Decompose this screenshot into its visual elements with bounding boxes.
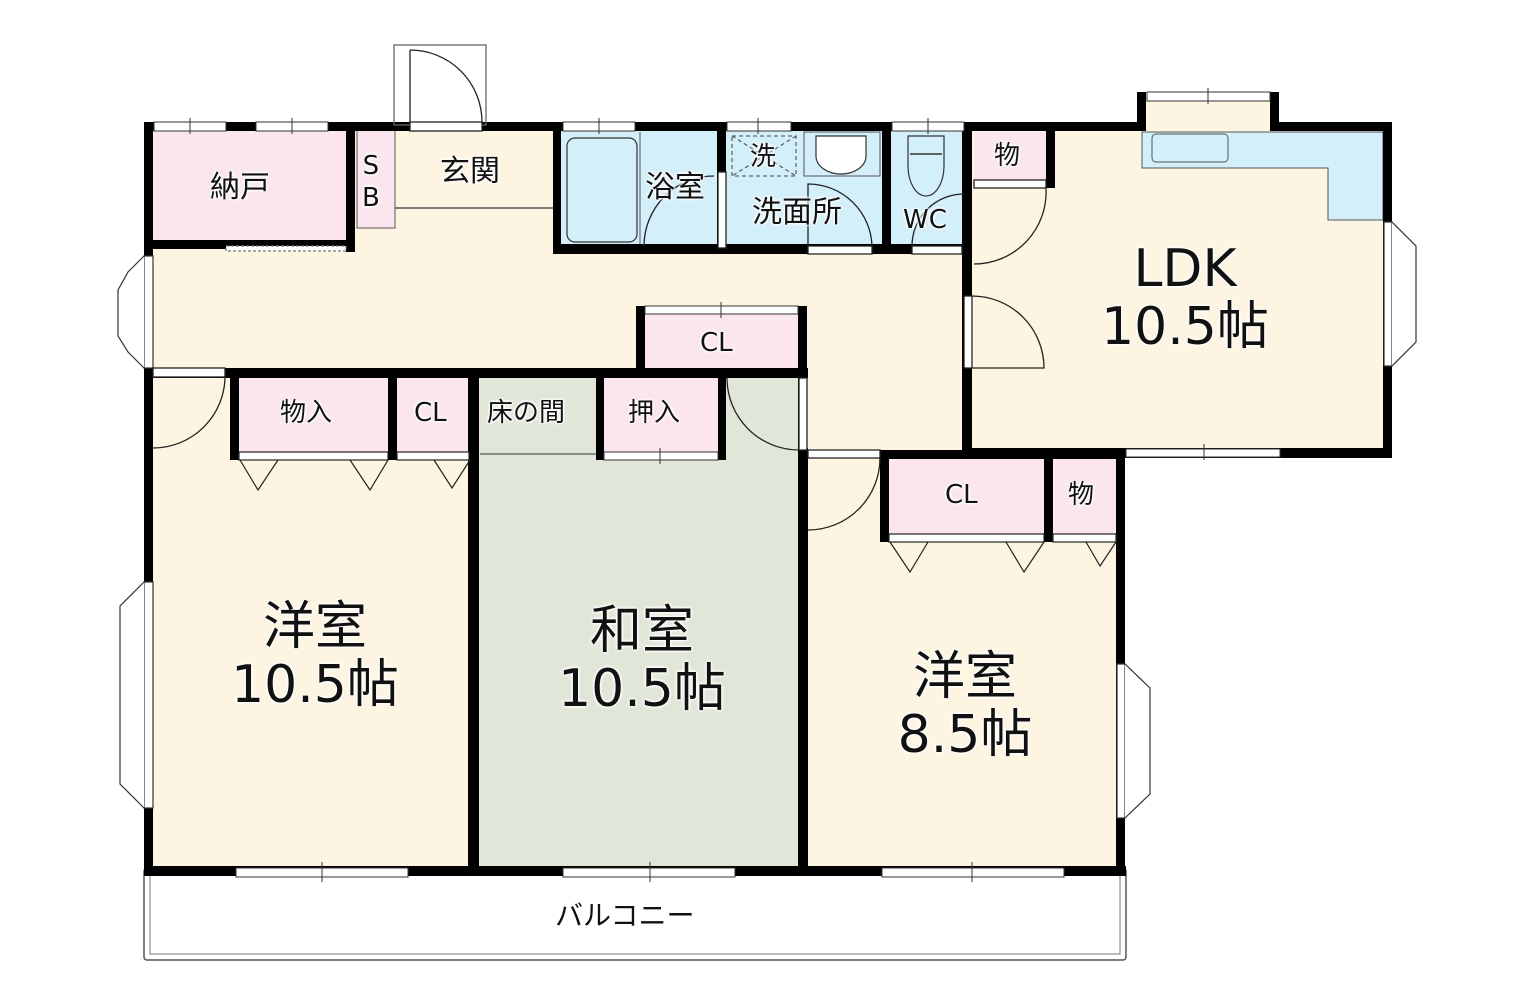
room-label-western-room-1: 洋室 10.5帖 (225, 598, 405, 714)
western-room-2-name: 洋室 (912, 647, 1017, 707)
room-label-shoe-box: S B (362, 150, 380, 214)
ldk-name: LDK (1133, 239, 1237, 299)
room-label-wc: WC (903, 205, 947, 235)
room-label-genkan: 玄関 (440, 154, 500, 189)
room-label-balcony: バルコニー (555, 899, 695, 932)
room-label-west-closet: CL (414, 398, 447, 428)
ldk-size: 10.5帖 (1101, 297, 1269, 357)
western-room-1-name: 洋室 (262, 597, 367, 657)
japanese-room-name: 和室 (589, 601, 694, 661)
closet-doors (238, 451, 1117, 574)
room-label-ldk-storage: 物 (994, 141, 1021, 171)
room-label-tokonoma: 床の間 (487, 398, 566, 428)
shoe-box-b: B (362, 183, 380, 213)
room-label-bathroom: 浴室 (645, 170, 705, 205)
room-label-ldk: LDK 10.5帖 (1095, 240, 1275, 356)
room-label-japanese-room: 和室 10.5帖 (552, 602, 732, 718)
room-label-washroom: 洗面所 (752, 195, 842, 230)
shoe-box-s: S (362, 151, 380, 181)
room-label-hall-closet: CL (700, 328, 733, 358)
room-label-oshiire: 押入 (628, 398, 681, 428)
room-label-west-storage: 物入 (280, 398, 333, 428)
bay-windows (117, 221, 1417, 819)
room-label-nando: 納戸 (210, 170, 270, 205)
japanese-room-size: 10.5帖 (558, 659, 726, 719)
room-label-washer: 洗 (750, 142, 777, 172)
room-label-east-closet: CL (945, 480, 978, 510)
windows (153, 88, 1281, 882)
western-room-1-size: 10.5帖 (231, 655, 399, 715)
western-room-2-size: 8.5帖 (897, 705, 1033, 765)
room-label-east-storage: 物 (1068, 480, 1095, 510)
doors (152, 44, 1047, 531)
room-label-western-room-2: 洋室 8.5帖 (875, 648, 1055, 764)
